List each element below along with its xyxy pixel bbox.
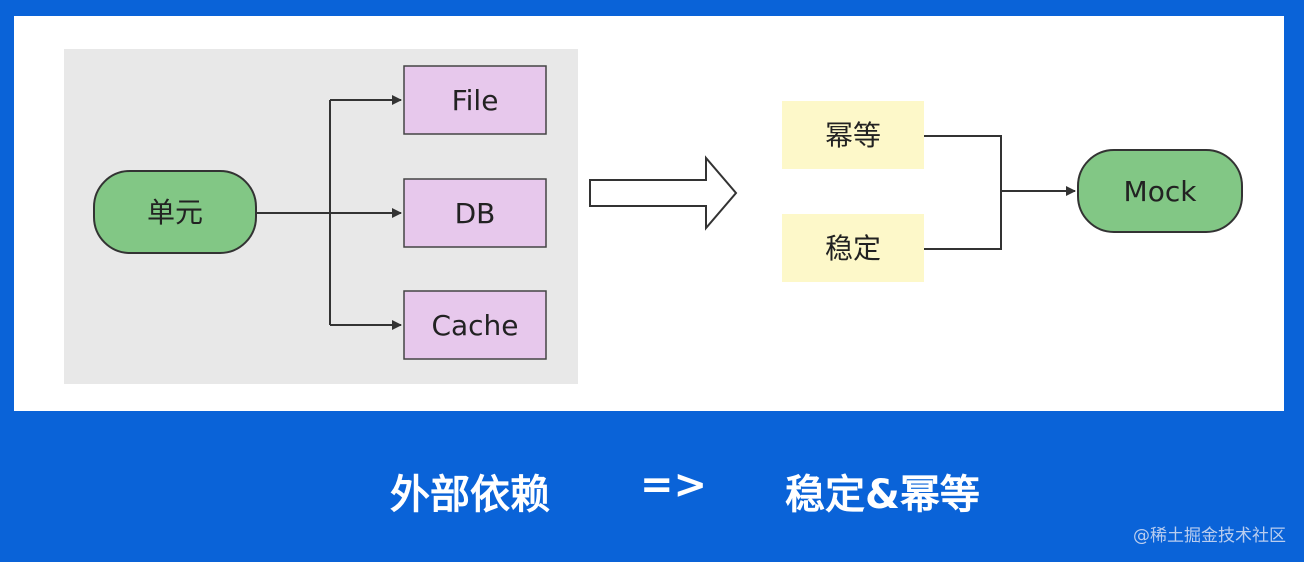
node-stable-label: 稳定 [825, 232, 881, 265]
node-unit: 单元 [93, 170, 257, 254]
node-db: DB [403, 178, 547, 248]
node-stable-shape [782, 214, 924, 282]
node-file-shape [403, 65, 547, 135]
node-mock-shape [1077, 149, 1243, 233]
diagram: 单元 File DB Cache 幂等 稳定 [64, 49, 1243, 384]
node-db-shape [403, 178, 547, 248]
node-file-label: File [452, 84, 499, 117]
dependency-connectors [256, 95, 402, 330]
node-idempotent: 幂等 [782, 101, 924, 169]
node-stable: 稳定 [782, 214, 924, 282]
node-cache-label: Cache [431, 309, 518, 342]
node-unit-shape [93, 170, 257, 254]
caption-right: 稳定&幂等 [785, 472, 980, 518]
node-mock-label: Mock [1124, 175, 1198, 208]
node-db-label: DB [455, 197, 496, 230]
connector-idempotent [924, 135, 1002, 191]
watermark: @稀土掘金技术社区 [1133, 526, 1286, 546]
caption: 外部依赖 => 稳定&幂等 [0, 462, 1304, 526]
slide: 单元 File DB Cache 幂等 稳定 [14, 16, 1284, 411]
connector-stable [924, 191, 1002, 250]
node-cache-shape [403, 290, 547, 360]
node-unit-label: 单元 [147, 196, 203, 229]
node-mock: Mock [1077, 149, 1243, 233]
caption-arrow: => [640, 462, 708, 508]
node-cache: Cache [403, 290, 547, 360]
caption-left: 外部依赖 [390, 472, 550, 518]
node-idempotent-label: 幂等 [825, 119, 881, 152]
merge-connectors [924, 135, 1076, 250]
node-file: File [403, 65, 547, 135]
node-idempotent-shape [782, 101, 924, 169]
transform-arrow-icon [589, 155, 738, 231]
